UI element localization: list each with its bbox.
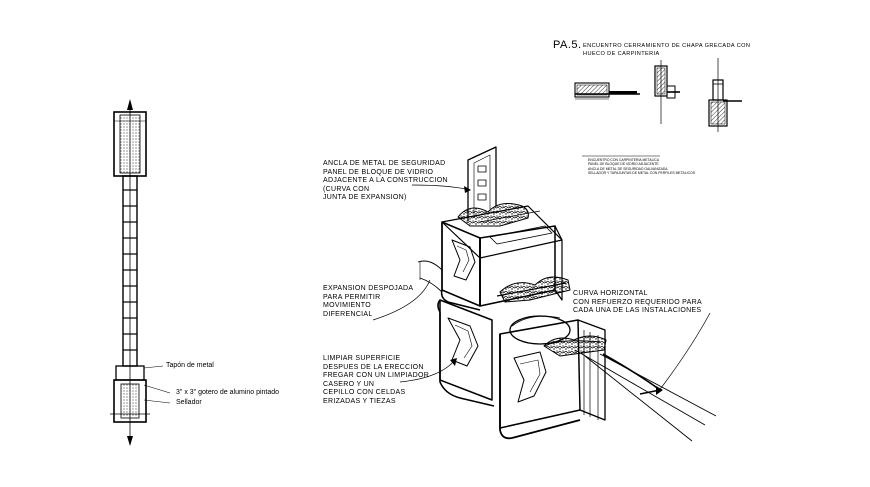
top-right-section-details [574, 58, 742, 132]
note-line: ANCLA DE METAL DE SEGURIDAD GALVANIZADA [588, 166, 668, 171]
callout-anchor: ANCLA DE METAL DE SEGURIDAD PANEL DE BLO… [323, 160, 448, 203]
callout-line: ANCLA DE METAL DE SEGURIDAD [323, 160, 446, 167]
detail-title-line-1: ENCUENTRO CERRAMIENTO DE CHAPA GRECADA C… [583, 43, 751, 49]
callout-line: JUNTA DE EXPANSION) [323, 194, 407, 202]
vertical-section-detail [110, 99, 171, 446]
callout-line: PANEL DE BLOQUE DE VIDRIO [323, 168, 434, 176]
callout-line: DESPUES DE LA ERECCION [323, 363, 424, 371]
callout-line: CURVA HORIZONTAL [573, 290, 648, 297]
detail-title-line-2: HUECO DE CARPINTERIA [583, 51, 660, 57]
label-aluminum-drip: 3" x 3" gotero de alumino pintado [176, 389, 280, 396]
callout-line: CADA UNA DE LAS INSTALACIONES [573, 307, 702, 315]
label-sealant: Sellador [176, 399, 202, 406]
callout-leaders [372, 184, 711, 395]
callout-line: CON REFUERZO REQUERIDO PARA [573, 298, 702, 306]
note-line: ENCUENTRO CON CARPINTERIA METALICA [588, 158, 660, 162]
glass-block-isometric [417, 146, 717, 442]
callout-line: ADJACENTE A LA CONSTRUCCION [323, 177, 448, 185]
callout-expansion: EXPANSION DESPOJADA PARA PERMITIR MOVIMI… [323, 285, 413, 319]
notes-block: ENCUENTRO CON CARPINTERIA METALICA PANEL… [588, 158, 695, 176]
label-metal-cap: Tapón de metal [166, 362, 214, 369]
callout-line: CEPILLO CON CELDAS [323, 389, 406, 397]
note-line: SELLADOR Y TAPAJUNTAS DE METAL CON PERFI… [588, 171, 695, 176]
callout-line: CASERO Y UN [323, 380, 375, 388]
detail-code: PA.5. [553, 39, 582, 51]
callout-line: EXPANSION DESPOJADA [323, 285, 414, 292]
callout-horizontal-curve: CURVA HORIZONTAL CON REFUERZO REQUERIDO … [573, 290, 702, 316]
callout-line: LIMPIAR SUPERFICIE [323, 355, 401, 362]
callout-line: (CURVA CON [323, 185, 370, 193]
callout-line: FREGAR CON UN LIMPIADOR [323, 372, 430, 380]
note-line: PANEL DE BLOQUE DE VIDRIO ADJACENTE [588, 162, 659, 167]
callout-cleaning: LIMPIAR SUPERFICIE DESPUES DE LA ERECCIO… [323, 355, 429, 407]
callout-line: MOVIMIENTO [323, 302, 371, 310]
callout-line: ERIZADAS Y TIEZAS [323, 397, 396, 405]
callout-line: DIFERENCIAL [323, 310, 373, 318]
callout-line: PARA PERMITIR [323, 293, 381, 301]
